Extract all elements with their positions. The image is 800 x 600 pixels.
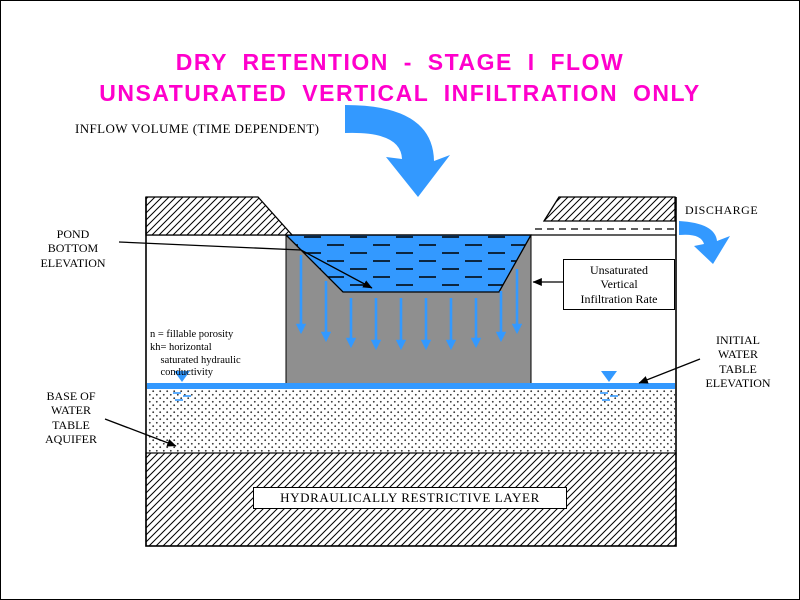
initial-water-table-elevation-label: INITIAL WATER TABLE ELEVATION <box>705 333 771 391</box>
section-outline <box>145 197 677 547</box>
title-line-2: UNSATURATED VERTICAL INFILTRATION ONLY <box>99 80 701 107</box>
infiltration-arrows <box>295 255 523 351</box>
base-of-aquifer-label: BASE OF WATER TABLE AQUIFER <box>44 389 97 447</box>
water-table-symbol-right <box>600 371 618 401</box>
base-aquifer-arrow <box>104 418 177 447</box>
diagram-title: DRY RETENTION - STAGE I FLOW UNSATURATED… <box>1 47 799 109</box>
inflow-arrow <box>345 105 450 197</box>
water-table-line <box>147 383 675 389</box>
pond-bottom-arrow <box>118 241 373 289</box>
left-berm <box>145 196 294 236</box>
soil-properties-note: n = fillable porosity kh= horizontal sat… <box>150 329 241 379</box>
saturated-aquifer-zone <box>147 390 675 453</box>
inflow-volume-label: INFLOW VOLUME (TIME DEPENDENT) <box>75 121 320 136</box>
initial-water-table-arrow <box>638 358 701 384</box>
title-line-1: DRY RETENTION - STAGE I FLOW <box>175 49 625 75</box>
unsaturated-infiltration-rate-box: Unsaturated Vertical Infiltration Rate <box>563 259 675 311</box>
discharge-arrow <box>679 221 730 264</box>
restrictive-layer-label-box: HYDRAULICALLY RESTRICTIVE LAYER <box>253 487 567 509</box>
water-table-symbol-left <box>173 371 191 401</box>
pond-bottom-elevation-label: POND BOTTOM ELEVATION <box>40 227 106 270</box>
discharge-label: DISCHARGE <box>685 203 759 217</box>
pond-water <box>284 234 533 293</box>
right-berm <box>542 196 676 222</box>
